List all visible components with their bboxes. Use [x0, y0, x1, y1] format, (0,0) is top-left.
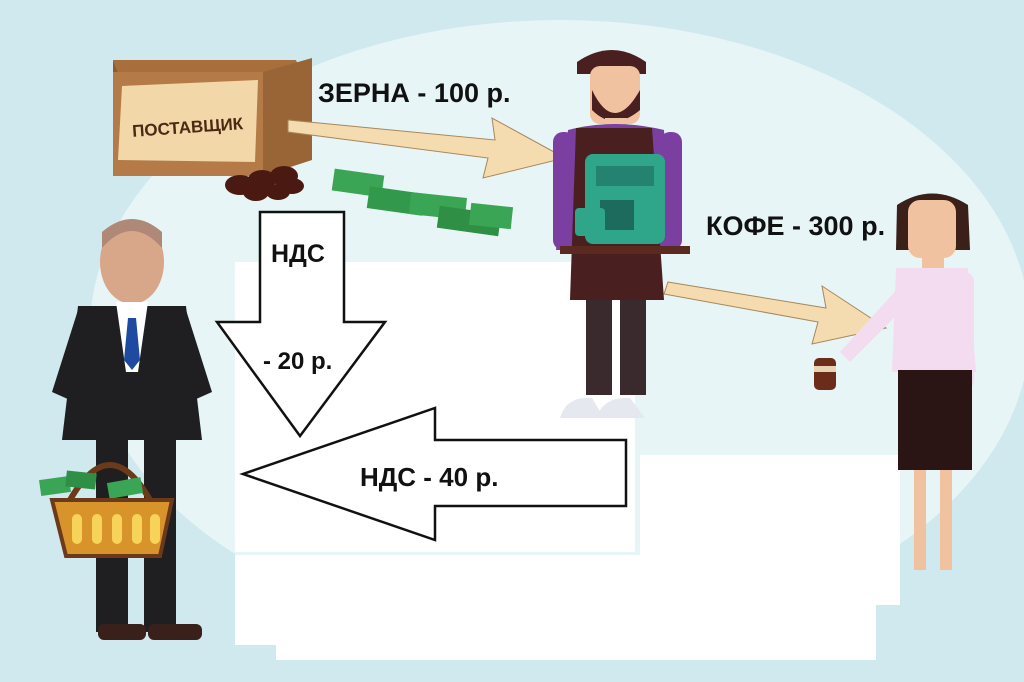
vat-20-arrow — [214, 210, 388, 439]
coffee-machine-icon — [575, 154, 665, 244]
customer-woman-icon — [814, 193, 976, 570]
grains-arrow — [287, 117, 567, 179]
money-basket-icon — [39, 462, 175, 558]
vat-40-label: НДС - 40 р. — [360, 462, 499, 492]
barista-icon — [553, 50, 690, 418]
grains-price-label: ЗЕРНА - 100 р. — [318, 78, 511, 108]
vat-label: НДС — [271, 240, 325, 268]
supplier-box-icon: ПОСТАВЩИК — [113, 58, 312, 176]
money-bills-icon — [331, 168, 514, 237]
coffee-beans-icon — [225, 166, 304, 201]
coffee-price-label: КОФЕ - 300 р. — [706, 211, 886, 241]
coffee-arrow — [663, 281, 888, 345]
coffee-cup-icon — [814, 358, 836, 390]
vat-minus-20-label: - 20 р. — [263, 348, 333, 375]
vat-40-arrow — [239, 406, 628, 542]
